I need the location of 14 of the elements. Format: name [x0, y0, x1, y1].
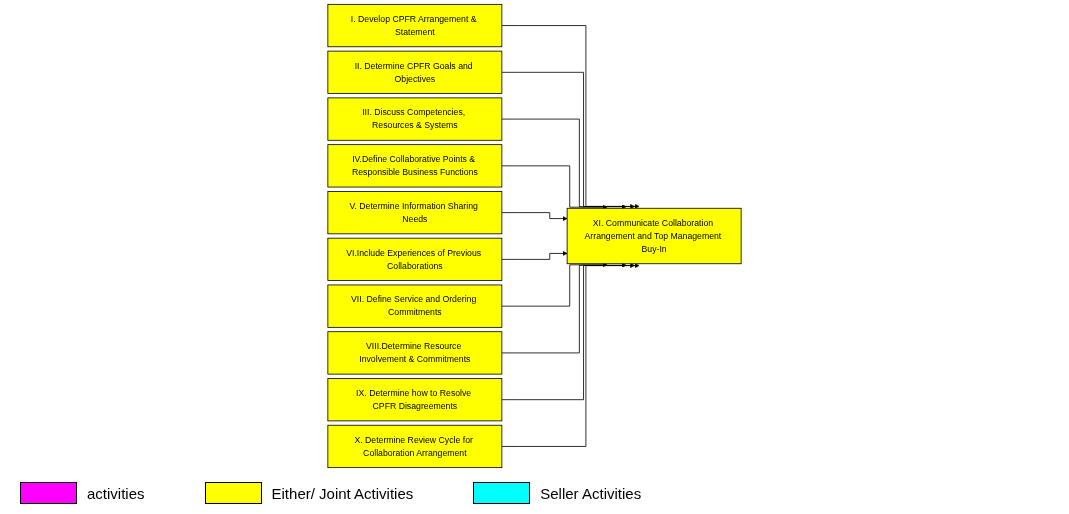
node-box: I. Develop CPFR Arrangement & Statement [327, 3, 503, 48]
node-box: V. Determine Information Sharing Needs [327, 191, 503, 235]
node-box: VIII.Determine Resource Involvement & Commitments [327, 331, 503, 375]
legend-text: activities [87, 484, 145, 502]
node-box: X. Determine Review Cycle for Collaboration Arrangement [327, 424, 503, 469]
legend-text: Seller Activities [540, 484, 642, 502]
node-box: IV.Define Collaborative Points & Responsible Business Functions [327, 144, 503, 188]
node-box: IX. Determine how to Resolve CPFR Disagreements [327, 378, 503, 422]
node-box: II. Determine CPFR Goals and Objectives [327, 50, 503, 94]
node-box: XI. Communicate Collaboration Arrangement and Top Management Buy-In [566, 207, 742, 265]
node-box: III. Discuss Competencies, Resources & Systems [327, 97, 503, 141]
node-box: VI.Include Experiences of Previous Collaborations [327, 237, 503, 281]
node-box: VII. Define Service and Ordering Commitments [327, 284, 503, 328]
legend-text: Either/ Joint Activities [271, 484, 414, 502]
